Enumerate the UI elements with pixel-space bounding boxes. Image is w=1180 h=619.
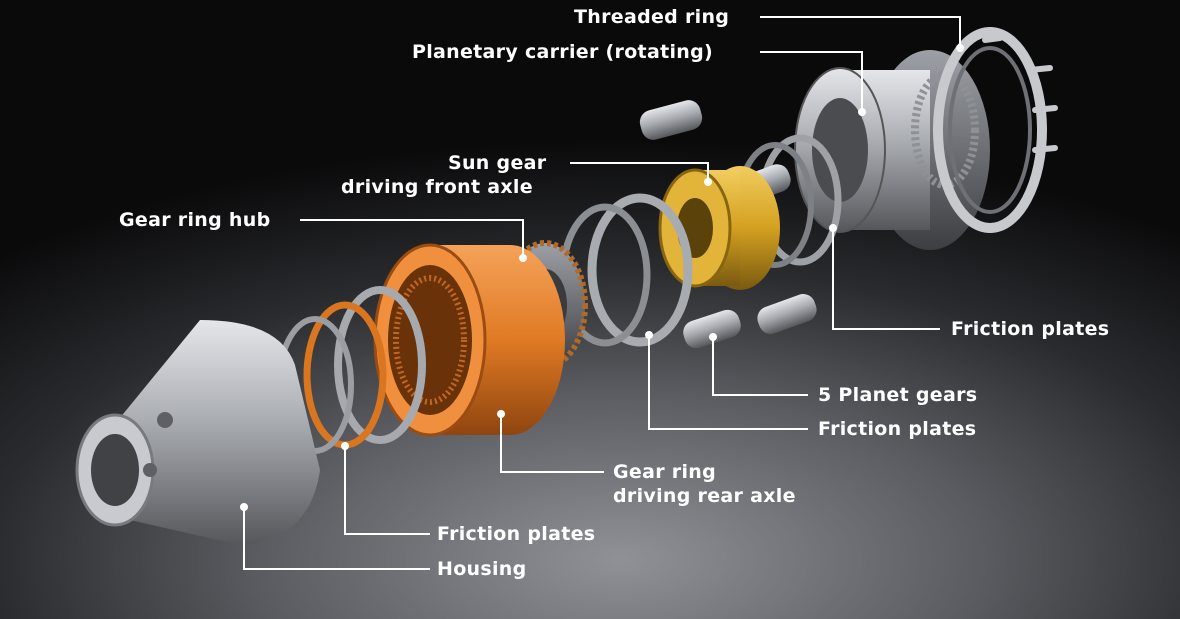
leader-friction-plates-middle (648, 335, 808, 430)
planetary-carrier-label: Planetary carrier (rotating) (412, 41, 713, 63)
leader-lines (243, 16, 961, 570)
gear-ring (373, 243, 565, 437)
threaded-ring-label: Threaded ring (574, 6, 730, 28)
gear-ring-label-line1: Gear ring (613, 461, 716, 483)
leader-friction-plates-right (832, 228, 940, 330)
leader-dots (240, 44, 964, 511)
gear-ring-label-line2: driving rear axle (613, 485, 796, 507)
sun-gear-label-line2: driving front axle (341, 176, 533, 198)
sun-gear-label-line1: Sun gear (448, 152, 547, 174)
leader-gear-ring-hub (300, 219, 524, 258)
sun-gear (658, 166, 780, 290)
housing (75, 320, 320, 545)
friction-plates-left-label: Friction plates (437, 523, 596, 545)
leader-planetary-carrier (760, 51, 863, 112)
leader-friction-plates-left (344, 446, 430, 535)
planet-gears-label: 5 Planet gears (818, 384, 978, 406)
threaded-ring (933, 27, 1058, 233)
leader-planet-gears (712, 337, 808, 396)
leader-sun-gear (570, 162, 709, 182)
housing-label: Housing (437, 558, 527, 580)
gear-ring-hub-label: Gear ring hub (119, 209, 271, 231)
friction-plates-middle-label: Friction plates (818, 418, 977, 440)
friction-plates-right-label: Friction plates (951, 318, 1110, 340)
leader-threaded-ring (760, 16, 961, 48)
leader-gear-ring (500, 414, 604, 473)
leader-housing (243, 507, 430, 570)
